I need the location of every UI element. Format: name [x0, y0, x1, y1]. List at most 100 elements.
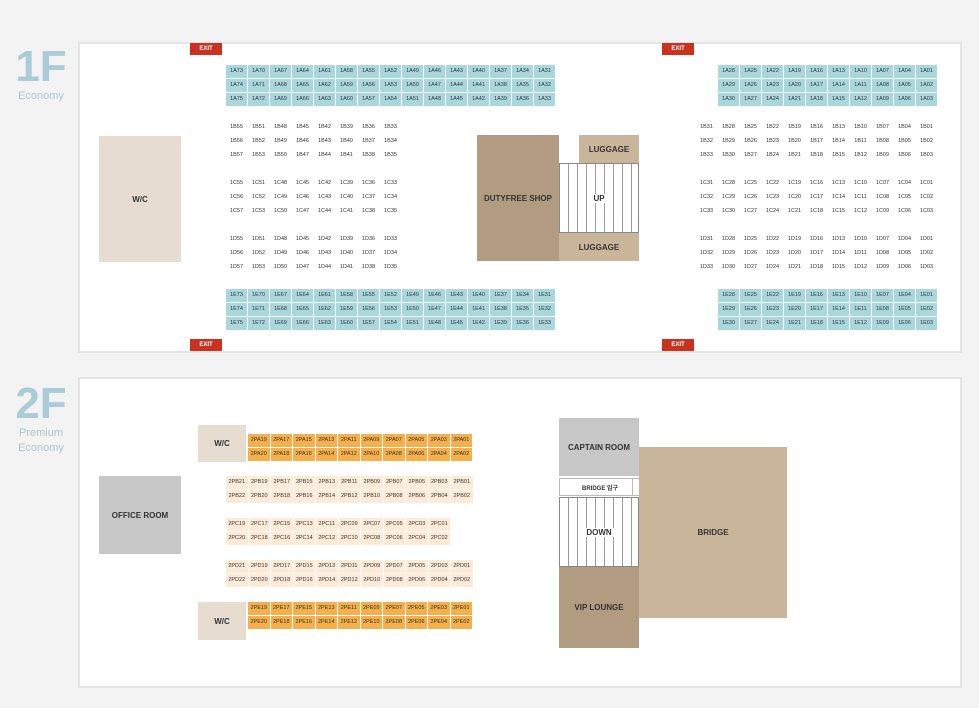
- seat[interactable]: 2PC01: [428, 518, 450, 531]
- seat[interactable]: 1C17: [809, 194, 824, 200]
- seat[interactable]: 1B27: [744, 152, 757, 158]
- seat[interactable]: 1A60: [336, 93, 357, 106]
- seat[interactable]: 1D25: [743, 236, 758, 242]
- seat[interactable]: 1A69: [270, 93, 291, 106]
- seat[interactable]: 1D50: [273, 264, 288, 270]
- seat[interactable]: 1C15: [831, 208, 846, 214]
- seat[interactable]: 2PB09: [361, 476, 383, 489]
- seat[interactable]: 2PE10: [360, 616, 382, 629]
- seat[interactable]: 1D29: [721, 250, 736, 256]
- seat[interactable]: 1D11: [854, 250, 867, 256]
- seat[interactable]: 1B23: [766, 138, 779, 144]
- seat[interactable]: 2PD07: [383, 560, 405, 573]
- seat[interactable]: 1A61: [314, 65, 335, 78]
- seat[interactable]: 1D55: [229, 236, 244, 242]
- seat[interactable]: 2PC16: [271, 532, 293, 545]
- seat[interactable]: 1C53: [251, 208, 266, 214]
- seat[interactable]: 1C23: [765, 194, 780, 200]
- seat[interactable]: 2PD21: [226, 560, 248, 573]
- seat[interactable]: 1B44: [318, 152, 331, 158]
- seat[interactable]: 1E22: [762, 289, 783, 302]
- seat[interactable]: 2PE01: [450, 602, 472, 615]
- seat[interactable]: 1E60: [336, 317, 357, 330]
- seat[interactable]: 1D53: [251, 264, 266, 270]
- seat[interactable]: 2PE17: [270, 602, 292, 615]
- seat[interactable]: 1B06: [898, 152, 911, 158]
- seat[interactable]: 1E12: [850, 317, 871, 330]
- seat[interactable]: 1B22: [766, 124, 779, 130]
- seat[interactable]: 1C57: [229, 208, 244, 214]
- seat[interactable]: 2PB14: [316, 490, 338, 503]
- seat[interactable]: 1A47: [424, 79, 445, 92]
- seat[interactable]: 1A51: [402, 93, 423, 106]
- seat[interactable]: 2PE06: [405, 616, 427, 629]
- seat[interactable]: 1E27: [740, 317, 761, 330]
- seat[interactable]: 1D49: [273, 250, 288, 256]
- seat[interactable]: 1C14: [831, 194, 846, 200]
- seat[interactable]: 1E01: [916, 289, 937, 302]
- seat[interactable]: 1A12: [850, 93, 871, 106]
- seat[interactable]: 2PA16: [293, 448, 315, 461]
- seat[interactable]: 2PC06: [383, 532, 405, 545]
- seat[interactable]: 1A27: [740, 93, 761, 106]
- seat[interactable]: 1E69: [270, 317, 291, 330]
- seat[interactable]: 1B13: [832, 124, 845, 130]
- seat[interactable]: 1E62: [314, 303, 335, 316]
- seat[interactable]: 2PA06: [405, 448, 427, 461]
- seat[interactable]: 1E35: [512, 303, 533, 316]
- seat[interactable]: 2PB05: [406, 476, 428, 489]
- seat[interactable]: 1E44: [446, 303, 467, 316]
- seat[interactable]: 2PB22: [226, 490, 248, 503]
- seat[interactable]: 2PD12: [338, 574, 360, 587]
- seat[interactable]: 2PA19: [248, 434, 270, 447]
- seat[interactable]: 1B33: [384, 124, 397, 130]
- seat[interactable]: 1D09: [875, 264, 890, 270]
- seat[interactable]: 1A71: [248, 79, 269, 92]
- seat[interactable]: 2PA17: [270, 434, 292, 447]
- seat[interactable]: 1E24: [762, 317, 783, 330]
- seat[interactable]: 1B35: [384, 152, 397, 158]
- seat[interactable]: 2PE03: [428, 602, 450, 615]
- seat[interactable]: 2PE13: [315, 602, 337, 615]
- seat[interactable]: 1C01: [919, 180, 934, 186]
- seat[interactable]: 1E03: [916, 317, 937, 330]
- seat[interactable]: 1E10: [850, 289, 871, 302]
- seat[interactable]: 1E15: [828, 317, 849, 330]
- seat[interactable]: 1E20: [784, 303, 805, 316]
- seat[interactable]: 1C51: [251, 180, 266, 186]
- seat[interactable]: 1A62: [314, 79, 335, 92]
- seat[interactable]: 1C48: [273, 180, 288, 186]
- seat[interactable]: 1D47: [295, 264, 310, 270]
- seat[interactable]: 2PC17: [248, 518, 270, 531]
- seat[interactable]: 2PE20: [248, 616, 270, 629]
- seat[interactable]: 1C33: [383, 180, 398, 186]
- seat[interactable]: 1E36: [512, 317, 533, 330]
- seat[interactable]: 2PA01: [450, 434, 472, 447]
- seat[interactable]: 1A57: [358, 93, 379, 106]
- seat[interactable]: 1D34: [383, 250, 398, 256]
- seat[interactable]: 1C45: [295, 180, 310, 186]
- seat[interactable]: 1E74: [226, 303, 247, 316]
- seat[interactable]: 1E75: [226, 317, 247, 330]
- seat[interactable]: 1A55: [358, 65, 379, 78]
- seat[interactable]: 1D04: [897, 236, 912, 242]
- seat[interactable]: 1C31: [699, 180, 714, 186]
- seat[interactable]: 1D07: [875, 236, 890, 242]
- seat[interactable]: 2PB01: [451, 476, 473, 489]
- seat[interactable]: 1D31: [699, 236, 714, 242]
- seat[interactable]: 1A06: [894, 93, 915, 106]
- seat[interactable]: 2PB21: [226, 476, 248, 489]
- seat[interactable]: 1C06: [897, 208, 912, 214]
- seat[interactable]: 1A42: [468, 93, 489, 106]
- seat[interactable]: 1E25: [740, 289, 761, 302]
- seat[interactable]: 1B25: [744, 124, 757, 130]
- seat[interactable]: 1B53: [252, 152, 265, 158]
- seat[interactable]: 1C41: [339, 208, 354, 214]
- seat[interactable]: 2PC20: [226, 532, 248, 545]
- seat[interactable]: 1A56: [358, 79, 379, 92]
- seat[interactable]: 1A35: [512, 79, 533, 92]
- seat[interactable]: 1E30: [718, 317, 739, 330]
- seat[interactable]: 2PB04: [428, 490, 450, 503]
- seat[interactable]: 2PB12: [338, 490, 360, 503]
- seat[interactable]: 1D21: [787, 264, 802, 270]
